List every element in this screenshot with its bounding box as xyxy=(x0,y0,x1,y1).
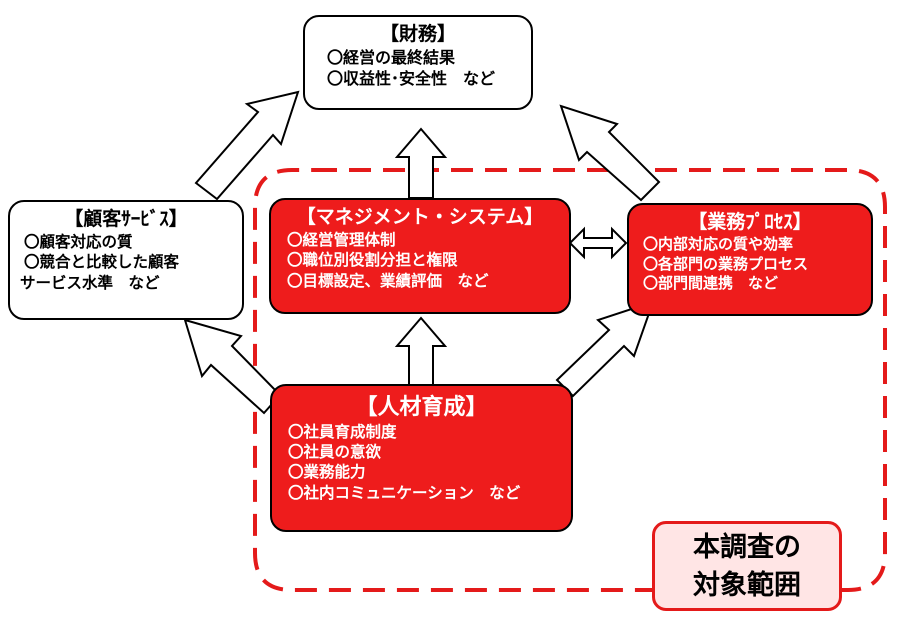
scope-label-line-1: 本調査の xyxy=(693,532,801,563)
arrow-process-to-finance xyxy=(559,104,661,202)
scope-label-line-2: 対象範囲 xyxy=(693,570,801,601)
business-process-title: 【業務ﾌﾟﾛｾｽ】 xyxy=(688,211,812,233)
scope-label: 本調査の 対象範囲 xyxy=(652,521,842,611)
management-system-line-1: 〇経営管理体制 xyxy=(287,230,396,249)
arrow-management-to-finance xyxy=(394,127,448,199)
finance-box: 【財務】 〇経営の最終結果 〇収益性･安全性 など xyxy=(303,15,533,110)
arrow-management-process-bidirectional xyxy=(568,226,628,260)
customer-service-box: 【顧客ｻｰﾋﾞｽ】 〇顧客対応の質 〇競合と比較した顧客 サービス水準 など xyxy=(8,200,244,320)
management-system-line-3: 〇目標設定、業績評価 など xyxy=(287,271,489,290)
finance-line-2: 〇収益性･安全性 など xyxy=(327,68,496,88)
customer-service-line-3: サービス水準 など xyxy=(20,273,160,292)
hr-development-title: 【人材育成】 xyxy=(355,395,488,420)
finance-line-1: 〇経営の最終結果 xyxy=(327,47,456,67)
business-process-line-1: 〇内部対応の質や効率 xyxy=(643,234,794,253)
management-system-line-2: 〇職位別役割分担と権限 xyxy=(287,251,458,270)
business-process-line-3: 〇部門間連携 など xyxy=(643,274,779,293)
arrow-hr-to-management xyxy=(394,316,448,389)
customer-service-line-1: 〇顧客対応の質 xyxy=(24,232,133,251)
management-system-box: 【マネジメント・システム】 〇経営管理体制 〇職位別役割分担と権限 〇目標設定、… xyxy=(269,198,571,314)
hr-development-line-4: 〇社内コミュニケーション など xyxy=(288,483,521,502)
hr-development-line-2: 〇社員の意欲 xyxy=(288,442,382,461)
hr-development-box: 【人材育成】 〇社員育成制度 〇社員の意欲 〇業務能力 〇社内コミュニケーション… xyxy=(270,384,573,532)
finance-title: 【財務】 xyxy=(379,23,456,45)
hr-development-line-1: 〇社員育成制度 xyxy=(288,422,397,441)
arrow-hr-to-process xyxy=(555,300,655,398)
business-process-line-2: 〇各部門の業務プロセス xyxy=(643,254,809,273)
arrow-hr-to-customer xyxy=(183,318,282,415)
scope-boundary xyxy=(253,168,887,592)
business-process-box: 【業務ﾌﾟﾛｾｽ】 〇内部対応の質や効率 〇各部門の業務プロセス 〇部門間連携 … xyxy=(627,203,873,316)
customer-service-line-2: 〇競合と比較した顧客 xyxy=(24,253,180,272)
arrow-customer-to-finance xyxy=(194,90,300,201)
hr-development-line-3: 〇業務能力 xyxy=(288,463,366,482)
customer-service-title: 【顧客ｻｰﾋﾞｽ】 xyxy=(64,208,188,230)
management-system-title: 【マネジメント・システム】 xyxy=(296,206,544,228)
